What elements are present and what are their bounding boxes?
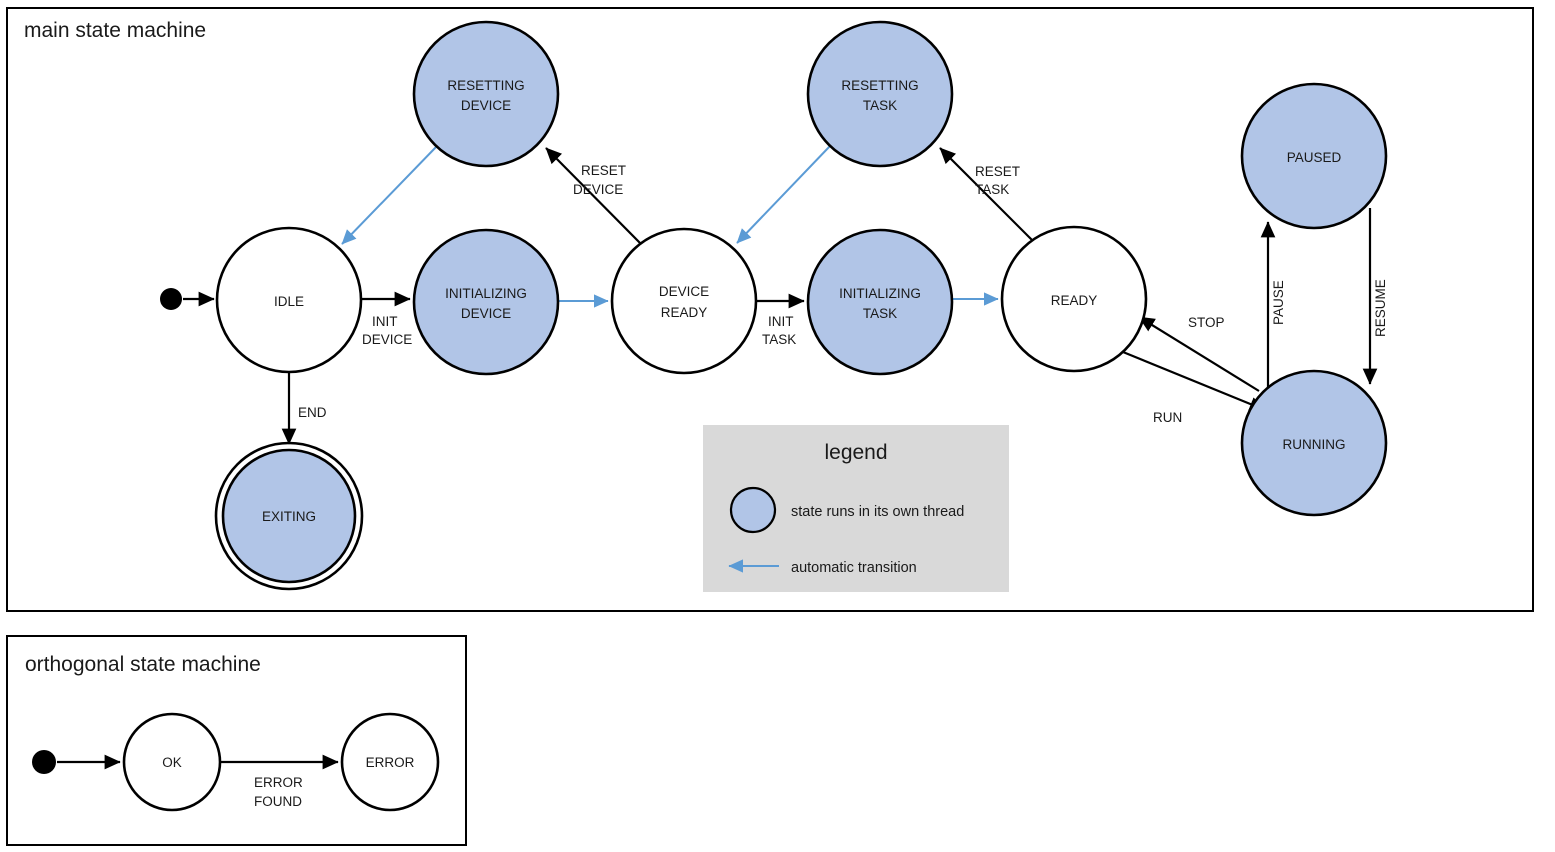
edge-label-init-device-line1: INIT [372, 314, 398, 329]
state-initializing-device-circle [412, 228, 560, 376]
transition-ready-to-running[interactable]: RUN [1122, 350, 1266, 425]
transition-resetting-task-to-device-ready-line [736, 145, 831, 244]
state-device-ready-label-line1: DEVICE [659, 284, 709, 299]
orthogonal-panel-title: orthogonal state machine [25, 653, 261, 676]
state-resetting-device-circle [412, 20, 560, 168]
state-initializing-device-label-line1: INITIALIZING [445, 286, 527, 301]
state-device-ready[interactable]: DEVICE READY [610, 227, 758, 375]
state-resetting-device-label-line1: RESETTING [447, 78, 524, 93]
edge-label-init-task-line1: INIT [768, 314, 794, 329]
state-resetting-task-circle [806, 20, 954, 168]
state-initializing-task-label-line1: INITIALIZING [839, 286, 921, 301]
transition-running-to-paused[interactable]: PAUSE [1260, 221, 1286, 391]
legend-thread-state-text: state runs in its own thread [791, 504, 964, 520]
transition-device-ready-to-resetting-device[interactable]: RESET DEVICE [545, 147, 644, 247]
transition-idle-to-initializing-device[interactable]: INIT DEVICE [361, 291, 412, 347]
state-exiting[interactable]: EXITING [214, 441, 364, 591]
edge-label-pause: PAUSE [1271, 280, 1286, 325]
edge-label-reset-device-line2: DEVICE [573, 182, 623, 197]
state-resetting-task-label-line1: RESETTING [841, 78, 918, 93]
state-idle-circle [215, 226, 363, 374]
legend-item-thread-state: state runs in its own thread [729, 486, 964, 534]
transition-ready-to-resetting-task-line [939, 147, 1037, 245]
edge-label-init-task-line2: TASK [762, 332, 796, 347]
legend-title: legend [824, 441, 887, 464]
state-ready-label: READY [1051, 293, 1098, 308]
state-ok-label: OK [162, 755, 182, 770]
state-error[interactable]: ERROR [340, 712, 440, 812]
transition-ready-to-resetting-task[interactable]: RESET TASK [939, 147, 1037, 245]
transition-ok-to-error[interactable]: ERROR FOUND [220, 754, 339, 809]
transition-running-to-ready[interactable]: STOP [1138, 315, 1260, 392]
state-error-label: ERROR [366, 755, 415, 770]
state-resetting-task-label-line2: TASK [863, 98, 897, 113]
state-ready[interactable]: READY [1000, 225, 1148, 373]
transition-device-ready-to-initializing-task[interactable]: INIT TASK [757, 293, 805, 347]
initial-state-dot[interactable] [160, 288, 182, 310]
state-ok-circle [122, 712, 222, 812]
orthogonal-transitions: ERROR FOUND [57, 754, 339, 809]
state-device-ready-circle [610, 227, 758, 375]
main-states: RESETTING DEVICE RESETTING TASK PAUSED I… [160, 20, 1388, 591]
state-resetting-device[interactable]: RESETTING DEVICE [412, 20, 560, 168]
state-running-circle [1240, 369, 1388, 517]
transition-resetting-device-to-idle-line [341, 145, 438, 245]
state-initializing-task[interactable]: INITIALIZING TASK [806, 228, 954, 376]
edge-label-init-device-line2: DEVICE [362, 332, 412, 347]
state-error-circle [340, 712, 440, 812]
edge-label-reset-device-line1: RESET [581, 163, 626, 178]
state-initializing-task-label-line2: TASK [863, 306, 897, 321]
state-running[interactable]: RUNNING [1240, 369, 1388, 517]
transition-running-to-ready-line [1138, 316, 1260, 392]
edge-label-reset-task-line1: RESET [975, 164, 1020, 179]
transition-idle-to-exiting[interactable]: END [281, 372, 327, 445]
legend-item-auto-transition: automatic transition [728, 559, 917, 576]
edge-label-run: RUN [1153, 410, 1182, 425]
transition-resetting-task-to-device-ready[interactable] [736, 145, 831, 244]
edge-label-reset-task-line2: TASK [975, 182, 1009, 197]
edge-label-resume: RESUME [1373, 279, 1388, 337]
state-resetting-task[interactable]: RESETTING TASK [806, 20, 954, 168]
orthogonal-panel: orthogonal state machine ERROR FOUND OK [6, 635, 467, 846]
orthogonal-states: OK ERROR [32, 712, 440, 812]
main-transitions: INIT DEVICE RESET DEVICE INIT TASK [183, 145, 1388, 445]
state-paused[interactable]: PAUSED [1240, 82, 1388, 230]
orthogonal-initial-dot[interactable] [32, 750, 56, 774]
state-ok[interactable]: OK [122, 712, 222, 812]
state-ready-circle [1000, 225, 1148, 373]
state-exiting-circle [221, 448, 357, 584]
state-paused-label: PAUSED [1287, 150, 1342, 165]
legend: legend state runs in its own thread auto… [703, 425, 1009, 592]
state-exiting-label: EXITING [262, 509, 316, 524]
edge-label-error-found-line1: ERROR [254, 775, 303, 790]
edge-label-error-found-line2: FOUND [254, 794, 302, 809]
state-idle[interactable]: IDLE [215, 226, 363, 374]
transition-device-ready-to-resetting-device-line [545, 147, 644, 247]
edge-label-stop: STOP [1188, 315, 1225, 330]
transition-ready-to-running-line [1122, 350, 1266, 412]
state-resetting-device-label-line2: DEVICE [461, 98, 511, 113]
state-exiting-outer-ring [214, 441, 364, 591]
transition-paused-to-running[interactable]: RESUME [1362, 208, 1388, 385]
main-panel-title: main state machine [24, 19, 206, 42]
state-running-label: RUNNING [1283, 437, 1346, 452]
transition-resetting-device-to-idle[interactable] [341, 145, 438, 245]
state-initializing-task-circle [806, 228, 954, 376]
state-initializing-device-label-line2: DEVICE [461, 306, 511, 321]
state-device-ready-label-line2: READY [661, 305, 708, 320]
edge-label-end: END [298, 405, 327, 420]
state-paused-circle [1240, 82, 1388, 230]
legend-auto-transition-text: automatic transition [791, 560, 917, 576]
state-initializing-device[interactable]: INITIALIZING DEVICE [412, 228, 560, 376]
state-idle-label: IDLE [274, 294, 304, 309]
legend-thread-state-swatch-icon [729, 486, 777, 534]
